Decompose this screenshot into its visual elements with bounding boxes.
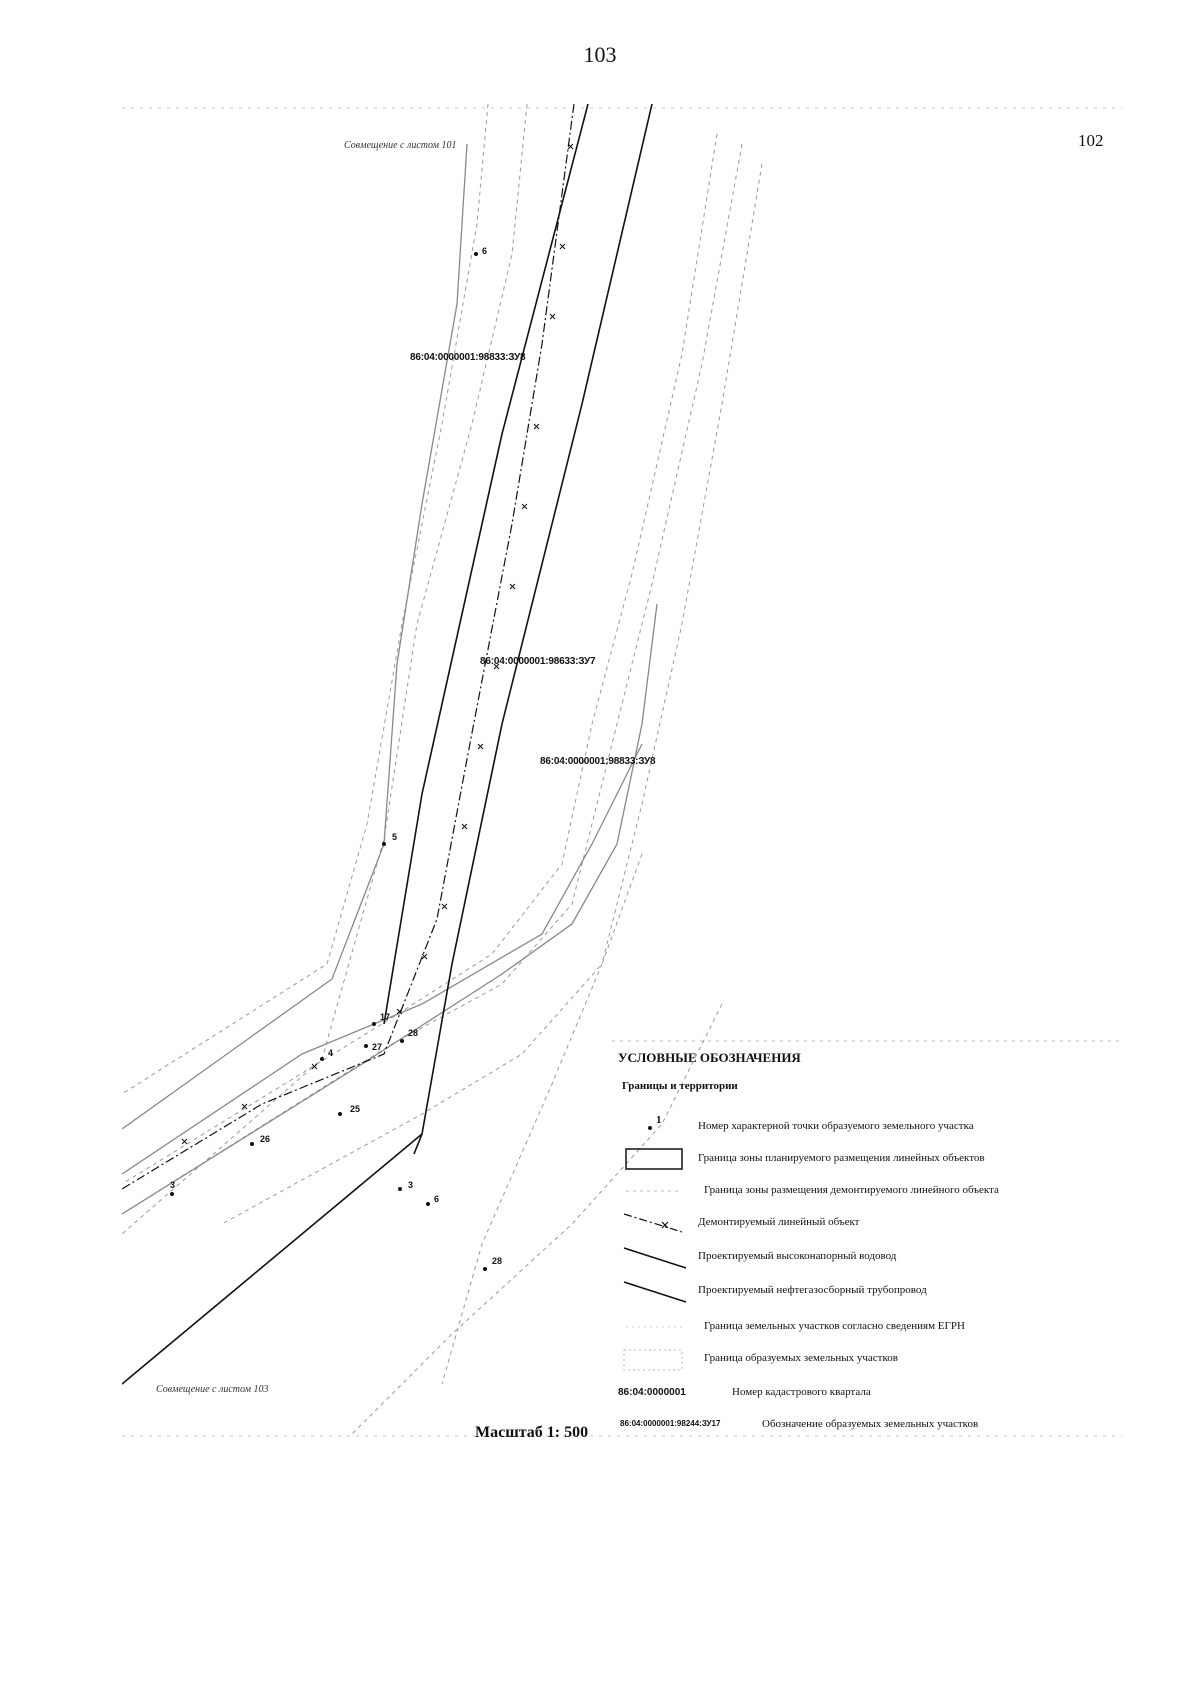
legend-item-new-parcel-boundary: Граница образуемых земельных участков (612, 1344, 1122, 1374)
legend-item-cadastral-quarter: 86:04:0000001 Номер кадастрового квартал… (612, 1378, 1122, 1408)
legend-item-dismantled-object: Демонтируемый линейный объект (612, 1208, 1122, 1238)
point-number: 3 (170, 1180, 176, 1190)
point-number: 27 (372, 1042, 383, 1052)
point-symbol-label: 1 (656, 1114, 662, 1126)
legend-item-egrn-boundary: Граница земельных участков согласно свед… (612, 1312, 1122, 1342)
point-number: 6 (482, 246, 488, 256)
planned-zone-boundary (122, 104, 653, 1385)
legend-text: Граница зоны планируемого размещения лин… (698, 1152, 985, 1164)
parcel-label: 86:04:0000001:98833:ЗУ8 (410, 352, 526, 363)
legend-text: Проектируемый высоконапорный водовод (698, 1250, 897, 1262)
legend-text: Номер кадастрового квартала (732, 1386, 871, 1398)
point-number: 17 (380, 1012, 391, 1022)
legend-text: Граница зоны размещения демонтируемого л… (704, 1184, 999, 1196)
legend-top-rule (612, 1040, 1122, 1042)
scale-label: Масштаб 1: 500 (475, 1424, 589, 1441)
point-number: 5 (392, 832, 398, 842)
legend-text: Граница земельных участков согласно свед… (704, 1320, 965, 1332)
match-line-top-note: Совмещение с листом 101 (344, 140, 457, 151)
point-symbol-icon: 1 (620, 1112, 688, 1142)
map-frame[interactable]: Совмещение с листом 101 Совмещение с лис… (122, 104, 1122, 1442)
legend-text: Граница образуемых земельных участков (704, 1352, 898, 1364)
legend-title: УСЛОВНЫЕ ОБОЗНАЧЕНИЯ (618, 1050, 801, 1065)
oil-gas-pipeline-line-icon (620, 1276, 688, 1306)
dismantled-linear-object (122, 104, 575, 1190)
legend-item-parcel-designation: 86:04:0000001:98244:ЗУ17 Обозначение обр… (612, 1410, 1122, 1440)
point-number: 4 (328, 1048, 334, 1058)
point-number: 28 (408, 1028, 419, 1038)
match-line-bottom-note: Совмещение с листом 103 (156, 1384, 269, 1395)
characteristic-points (170, 252, 487, 1271)
legend-item-water-pipeline: Проектируемый высоконапорный водовод (612, 1242, 1122, 1272)
map-drawing (122, 104, 1122, 1437)
legend-subtitle: Границы и территории (622, 1080, 738, 1092)
new-parcel-boundary-swatch-icon (620, 1344, 688, 1374)
parcel-label: 86:04:0000001:98633:ЗУ7 (480, 656, 596, 667)
dismantled-zone-boundary (122, 143, 658, 1215)
legend-text: Номер характерной точки образуемого земе… (698, 1120, 974, 1132)
point-number: 26 (260, 1134, 271, 1144)
legend-item-point-number: 1 Номер характерной точки образуемого зе… (612, 1112, 1122, 1142)
point-number: 25 (350, 1104, 361, 1114)
legend-text: Демонтируемый линейный объект (698, 1216, 860, 1228)
dismantled-x-marks (181, 143, 574, 1145)
page-number: 103 (583, 42, 617, 67)
point-number: 28 (492, 1256, 503, 1266)
planned-zone-swatch-icon (620, 1144, 688, 1174)
legend-item-dismantled-zone: Граница зоны размещения демонтируемого л… (612, 1176, 1122, 1206)
sheet-ref-top-right: 102 (1078, 131, 1104, 150)
legend-text: Обозначение образуемых земельных участко… (762, 1418, 979, 1430)
parcel-label: 86:04:0000001:98833:ЗУ8 (540, 756, 656, 767)
legend-item-oil-gas-pipeline: Проектируемый нефтегазосборный трубопров… (612, 1276, 1122, 1306)
dismantled-zone-swatch-icon (620, 1176, 688, 1206)
water-pipeline-line-icon (620, 1242, 688, 1272)
point-number: 3 (408, 1180, 414, 1190)
dismantled-object-line-icon (620, 1208, 688, 1238)
legend-text: Проектируемый нефтегазосборный трубопров… (698, 1284, 927, 1296)
quarter-code: 86:04:0000001 (618, 1387, 686, 1398)
point-number: 6 (434, 1194, 440, 1204)
egrn-boundary-swatch-icon (620, 1312, 688, 1342)
legend-item-planned-zone: Граница зоны планируемого размещения лин… (612, 1144, 1122, 1174)
parcel-code: 86:04:0000001:98244:ЗУ17 (620, 1419, 721, 1428)
legend: УСЛОВНЫЕ ОБОЗНАЧЕНИЯ Границы и территори… (612, 1040, 1122, 1440)
